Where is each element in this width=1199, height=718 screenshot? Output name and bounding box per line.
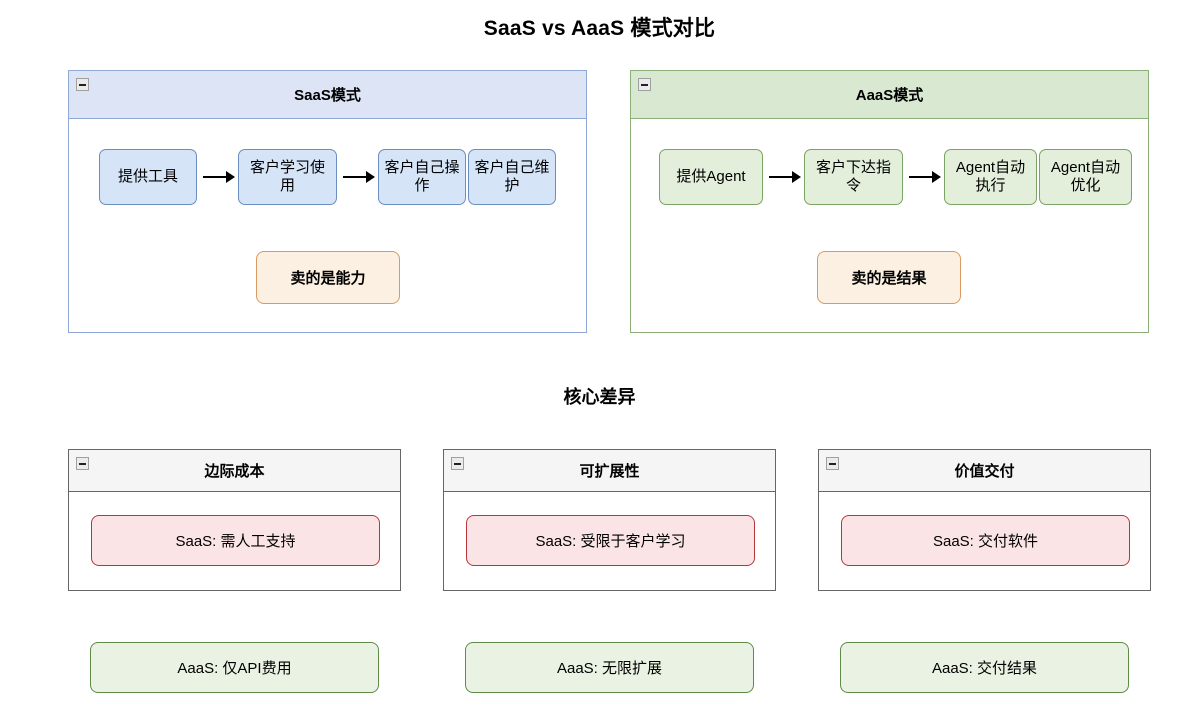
- saas-highlight[interactable]: 卖的是能力: [256, 251, 400, 304]
- minus-collapse-icon[interactable]: [451, 457, 464, 470]
- panel-aaas-mode[interactable]: AaaS模式 提供Agent 客户下达指令 Agent自动执行 Agent自动优…: [630, 70, 1149, 333]
- panel-difference-1-header: 边际成本: [69, 450, 400, 492]
- minus-collapse-icon[interactable]: [76, 78, 89, 91]
- minus-collapse-icon[interactable]: [76, 457, 89, 470]
- aaas-highlight[interactable]: 卖的是结果: [817, 251, 961, 304]
- panel-difference-3-title: 价值交付: [954, 463, 1015, 480]
- saas-node-4[interactable]: 客户自己维护: [468, 149, 556, 205]
- difference-1-saas-chip[interactable]: SaaS: 需人工支持: [91, 515, 380, 566]
- aaas-node-2[interactable]: 客户下达指令: [804, 149, 903, 205]
- panel-aaas-header: AaaS模式: [631, 71, 1148, 119]
- aaas-node-3[interactable]: Agent自动执行: [944, 149, 1037, 205]
- panel-difference-2-title: 可扩展性: [579, 463, 640, 480]
- minus-collapse-icon[interactable]: [638, 78, 651, 91]
- panel-saas-header: SaaS模式: [69, 71, 586, 119]
- difference-2-aaas-chip[interactable]: AaaS: 无限扩展: [465, 642, 754, 693]
- section-title-core-differences: 核心差异: [563, 387, 636, 407]
- panel-saas-mode[interactable]: SaaS模式 提供工具 客户学习使用 客户自己操作 客户自己维护 卖的是能力: [68, 70, 587, 333]
- minus-collapse-icon[interactable]: [826, 457, 839, 470]
- aaas-arrow-1: [769, 171, 801, 183]
- saas-arrow-2: [343, 171, 375, 183]
- difference-1-aaas-chip[interactable]: AaaS: 仅API费用: [90, 642, 379, 693]
- saas-arrow-1: [203, 171, 235, 183]
- panel-saas-title: SaaS模式: [294, 87, 361, 104]
- difference-3-saas-chip[interactable]: SaaS: 交付软件: [841, 515, 1130, 566]
- difference-2-saas-chip[interactable]: SaaS: 受限于客户学习: [466, 515, 755, 566]
- saas-node-1[interactable]: 提供工具: [99, 149, 197, 205]
- aaas-node-1[interactable]: 提供Agent: [659, 149, 763, 205]
- panel-difference-1-title: 边际成本: [204, 463, 265, 480]
- aaas-node-4[interactable]: Agent自动优化: [1039, 149, 1132, 205]
- panel-difference-3[interactable]: 价值交付 SaaS: 交付软件: [818, 449, 1151, 591]
- difference-3-aaas-chip[interactable]: AaaS: 交付结果: [840, 642, 1129, 693]
- panel-difference-1[interactable]: 边际成本 SaaS: 需人工支持: [68, 449, 401, 591]
- saas-node-2[interactable]: 客户学习使用: [238, 149, 337, 205]
- page-title: SaaS vs AaaS 模式对比: [483, 17, 716, 40]
- saas-node-3[interactable]: 客户自己操作: [378, 149, 466, 205]
- aaas-arrow-2: [909, 171, 941, 183]
- panel-difference-2-header: 可扩展性: [444, 450, 775, 492]
- panel-difference-2[interactable]: 可扩展性 SaaS: 受限于客户学习: [443, 449, 776, 591]
- panel-difference-3-header: 价值交付: [819, 450, 1150, 492]
- panel-aaas-title: AaaS模式: [855, 87, 924, 104]
